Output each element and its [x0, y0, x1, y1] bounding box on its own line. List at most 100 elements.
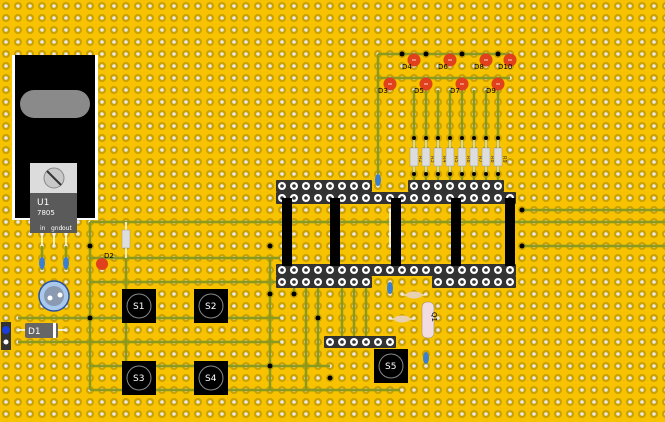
pad-hole: [520, 88, 524, 92]
pad-hole: [340, 76, 344, 80]
pad-hole: [508, 40, 512, 44]
pad-hole: [568, 112, 572, 116]
pad-hole: [640, 100, 644, 104]
capacitor-c3[interactable]: [63, 257, 69, 269]
pad-hole: [472, 40, 476, 44]
capacitor-c4[interactable]: [375, 174, 381, 186]
pad-hole: [580, 52, 584, 56]
switch-s2[interactable]: S2: [194, 289, 228, 323]
pad-hole: [280, 28, 284, 32]
capacitor-c5[interactable]: [387, 282, 393, 294]
led-d7[interactable]: D7: [450, 77, 469, 96]
pad-hole: [484, 40, 488, 44]
pad-hole: [652, 28, 656, 32]
pad-hole: [580, 40, 584, 44]
pad-hole: [256, 16, 260, 20]
pad-hole: [196, 124, 200, 128]
pad-hole: [388, 124, 392, 128]
pad-hole: [172, 16, 176, 20]
regulator-u1[interactable]: U1 7805 in gnd out: [30, 163, 77, 245]
resistor-r3[interactable]: R3: [421, 136, 435, 176]
led-d10[interactable]: D10: [498, 53, 517, 72]
pad-hole: [640, 4, 644, 8]
led-d3[interactable]: D3: [378, 77, 397, 96]
pad-hole: [616, 76, 620, 80]
capacitor-c2[interactable]: [39, 257, 45, 269]
resistor-r4[interactable]: R4: [433, 136, 447, 176]
pad-hole: [280, 40, 284, 44]
pad-hole: [64, 4, 68, 8]
pad-hole: [628, 88, 632, 92]
pad-hole: [220, 76, 224, 80]
pad-hole: [640, 52, 644, 56]
led-label: D8: [474, 63, 484, 71]
pad-hole: [208, 40, 212, 44]
pad-hole: [616, 28, 620, 32]
pad-hole: [292, 64, 296, 68]
switch-s5[interactable]: S5: [374, 349, 408, 383]
pad-hole: [532, 124, 536, 128]
pad-hole: [484, 16, 488, 20]
power-connector[interactable]: [1, 322, 11, 350]
resistor-r1[interactable]: [121, 222, 131, 258]
crystal-q1[interactable]: Q1: [421, 301, 438, 339]
pad: [662, 86, 665, 94]
pad-hole: [196, 88, 200, 92]
pad-hole: [640, 64, 644, 68]
pad-hole: [364, 112, 368, 116]
capacitor-c7[interactable]: [390, 315, 414, 323]
capacitor-c1[interactable]: [38, 280, 70, 312]
pad-hole: [652, 112, 656, 116]
resistor-r8[interactable]: R8: [481, 136, 495, 176]
pad: [662, 38, 665, 46]
capacitor-c6[interactable]: [402, 291, 426, 299]
resistor-r9[interactable]: R9: [493, 136, 507, 176]
pad-hole: [268, 40, 272, 44]
header-switch-row[interactable]: [324, 336, 396, 348]
pad-hole: [4, 100, 8, 104]
pad: [662, 26, 665, 34]
led-d6[interactable]: D6: [438, 53, 457, 72]
pad-hole: [292, 40, 296, 44]
pad-hole: [448, 28, 452, 32]
led-d4[interactable]: D4: [402, 53, 421, 72]
header-bottom-left[interactable]: [276, 276, 372, 288]
pad-hole: [604, 64, 608, 68]
header-bottom-right[interactable]: [432, 276, 516, 288]
pad-hole: [244, 52, 248, 56]
pad-hole: [148, 16, 152, 20]
switch-s4[interactable]: S4: [194, 361, 228, 395]
pad-hole: [640, 76, 644, 80]
diode-d1[interactable]: D1: [18, 323, 66, 338]
pad-hole: [100, 88, 104, 92]
ic-socket[interactable]: [282, 198, 515, 266]
resistor-r5[interactable]: R5: [445, 136, 459, 176]
led-d5[interactable]: D5: [414, 77, 433, 96]
pad-hole: [316, 124, 320, 128]
capacitor-c8[interactable]: [423, 352, 429, 364]
pad-hole: [616, 100, 620, 104]
pad-hole: [160, 76, 164, 80]
resistor-r6[interactable]: R6: [457, 136, 471, 176]
header-top-right[interactable]: [408, 180, 504, 192]
led-d9[interactable]: D9: [486, 77, 505, 96]
pad-hole: [52, 4, 56, 8]
junction-dot: [267, 363, 273, 369]
resistor-r2[interactable]: R2: [409, 136, 423, 176]
resistor-r7[interactable]: R7: [469, 136, 483, 176]
led-d2[interactable]: D2: [96, 252, 114, 270]
pad-hole: [364, 88, 368, 92]
switch-s3[interactable]: S3: [122, 361, 156, 395]
pad-hole: [604, 16, 608, 20]
pad-hole: [352, 124, 356, 128]
pad-hole: [520, 76, 524, 80]
pad: [662, 110, 665, 118]
pad-hole: [280, 88, 284, 92]
pad-hole: [160, 88, 164, 92]
header-top-left[interactable]: [276, 180, 372, 192]
pad-hole: [448, 40, 452, 44]
pad-hole: [412, 4, 416, 8]
led-d8[interactable]: D8: [474, 53, 493, 72]
switch-s1[interactable]: S1: [122, 289, 156, 323]
